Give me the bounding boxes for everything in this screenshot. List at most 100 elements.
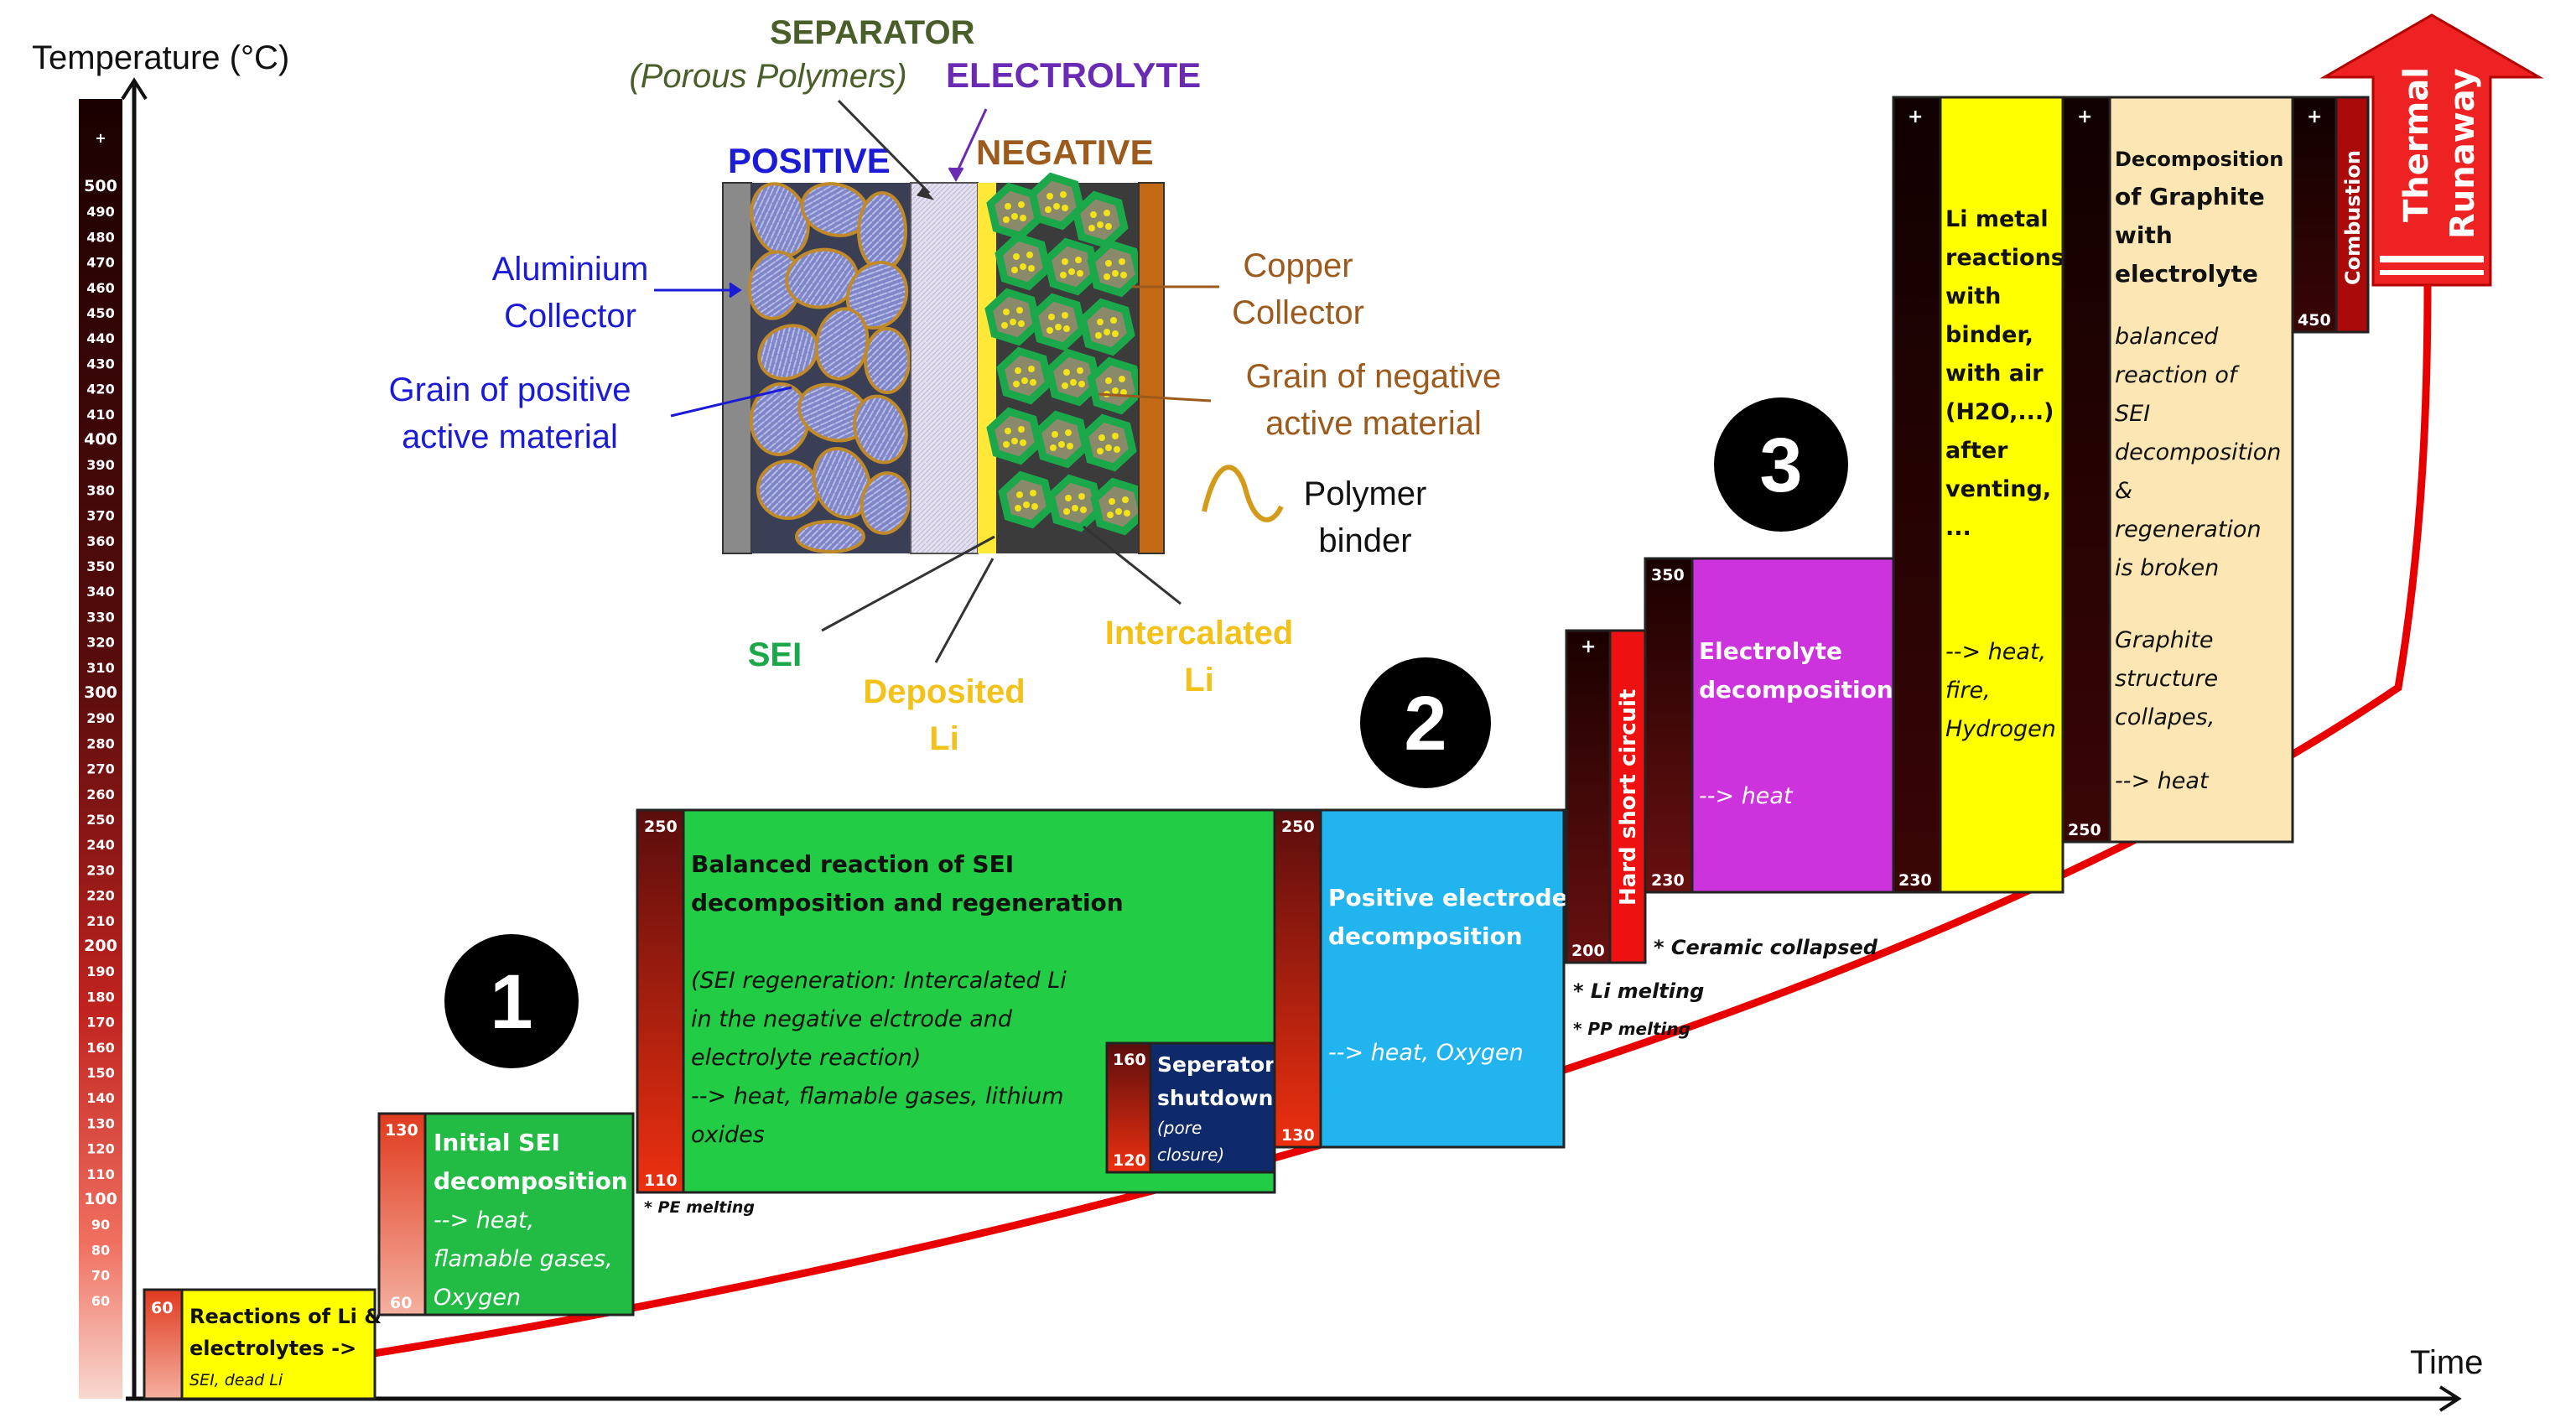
intercalated-li-dot: [1065, 495, 1072, 501]
box3-sub1: (SEI regeneration: Intercalated Li: [691, 968, 1067, 994]
label-sei: SEI: [748, 636, 802, 673]
scale-tick: 420: [86, 382, 114, 397]
intercalated-li-dot: [1098, 434, 1105, 441]
box8-l7: after: [1945, 438, 2008, 464]
intercalated-li-dot: [1120, 272, 1127, 278]
intercalated-li-dot: [1023, 501, 1030, 508]
positive-grain: [812, 447, 872, 519]
intercalated-li-dot: [1063, 369, 1070, 376]
intercalated-li-dot: [1109, 498, 1115, 505]
negative-grain: [1080, 413, 1137, 472]
label-grain-pos-2: active material: [402, 418, 618, 455]
intercalated-li-dot: [1003, 216, 1010, 223]
scale-tick: 160: [86, 1040, 114, 1056]
scale-tick: 140: [86, 1090, 114, 1106]
intercalated-li-dot: [1067, 443, 1073, 449]
intercalated-li-dot: [1065, 429, 1072, 436]
pointer-lines: [654, 99, 1219, 663]
box9-s4: decomposition: [2115, 439, 2281, 465]
positive-grain: [864, 327, 911, 394]
box-graphite-decomposition: + 250 Decomposition of Graphite with ele…: [2061, 96, 2294, 844]
negative-grain: [1046, 474, 1104, 532]
intercalated-li-dot: [1110, 317, 1117, 324]
aluminium-collector: [722, 182, 752, 554]
scale-tick: 480: [86, 229, 114, 245]
box8-l9: ...: [1945, 515, 1971, 541]
intercalated-li-dot: [1105, 377, 1112, 384]
intercalated-li-dot: [1013, 381, 1020, 387]
box7-lo: 230: [1651, 871, 1685, 890]
box2-sub3: Oxygen: [434, 1285, 521, 1311]
scale-tick: 270: [86, 761, 114, 777]
intercalated-li-dot: [1105, 260, 1112, 267]
intercalated-li-dot: [1011, 267, 1018, 273]
positive-grains: [747, 182, 911, 553]
label-negative: NEGATIVE: [976, 132, 1154, 172]
box9-s9: structure: [2115, 666, 2218, 692]
intercalated-li-dot: [1097, 448, 1104, 454]
scale-tick: 350: [86, 558, 114, 574]
positive-grain: [756, 460, 820, 520]
temperature-gradient-bar: [79, 99, 122, 1399]
box8-l1: Li metal: [1945, 206, 2049, 232]
intercalated-li-dot: [1104, 273, 1110, 280]
box-balanced-sei: 250 110 Balanced reaction of SEI decompo…: [636, 808, 1276, 1194]
intercalated-li-dot: [1062, 312, 1068, 319]
intercalated-li-dot: [1010, 319, 1016, 325]
y-axis-title: Temperature (°C): [32, 39, 289, 76]
intercalated-li-dot: [1018, 201, 1025, 208]
label-deposited-2: Li: [929, 720, 959, 757]
intercalated-li-dot: [1021, 377, 1028, 384]
scale-tick: 320: [86, 635, 114, 651]
box4-hi: 160: [1113, 1051, 1146, 1069]
intercalated-li-dot: [1016, 307, 1023, 314]
scale-tick: 340: [86, 584, 114, 600]
label-aluminium-2: Collector: [504, 298, 636, 335]
box8-hi: +: [1908, 106, 1923, 127]
box8-l6: (H2O,...): [1945, 399, 2054, 425]
box7-line2: decomposition: [1699, 676, 1893, 704]
intercalated-li-dot: [1063, 325, 1070, 332]
box-electrolyte-decomposition: 350 230 Electrolyte decomposition --> he…: [1644, 557, 1895, 894]
box4-sub2: closure): [1157, 1145, 1224, 1165]
intercalated-li-dot: [1028, 366, 1035, 372]
intercalated-li-dot: [1018, 426, 1025, 433]
box9-s3: SEI: [2115, 401, 2150, 427]
box3-line2: decomposition and regeneration: [691, 889, 1124, 917]
box2-sub2: flamable gases,: [434, 1246, 613, 1272]
intercalated-li-dot: [1028, 265, 1035, 272]
intercalated-li-dot: [1058, 441, 1065, 448]
intercalated-li-dot: [1124, 510, 1130, 517]
label-intercalated-2: Li: [1184, 662, 1214, 699]
polymer-binder-icon: [1202, 465, 1284, 522]
box2-lo: 60: [390, 1294, 412, 1312]
box10-hi: +: [2307, 106, 2322, 127]
box2-line2: decomposition: [434, 1167, 628, 1195]
scale-tick: 260: [86, 787, 114, 802]
intercalated-li-dot: [1072, 505, 1078, 512]
intercalated-li-dot: [1018, 320, 1025, 327]
negative-grain: [1072, 190, 1129, 249]
intercalated-li-dot: [1078, 493, 1085, 500]
box8-s2: fire,: [1945, 678, 1991, 704]
box3-hi: 250: [644, 818, 678, 836]
box9-lo: 250: [2068, 821, 2101, 839]
intercalated-li-dot: [1097, 319, 1104, 325]
box-li-electrolyte-reaction: 60 Reactions of Li & electrolytes -> SEI…: [143, 1288, 382, 1400]
box9-l2: of Graphite: [2115, 183, 2265, 210]
cell-schematic: SEPARATOR (Porous Polymers) ELECTROLYTE …: [388, 14, 1501, 757]
box8-l8: venting,: [1945, 476, 2051, 502]
box9-s7: is broken: [2115, 555, 2219, 581]
intercalated-li-dot: [1119, 376, 1125, 382]
intercalated-li-dot: [1046, 193, 1053, 200]
intercalated-li-dot: [1063, 508, 1070, 515]
stage-circle-1: 1: [444, 934, 579, 1068]
positive-grain: [757, 324, 819, 381]
stage-circle-2: 2: [1360, 657, 1491, 788]
copper-collector: [1138, 182, 1165, 554]
negative-grain: [1030, 293, 1087, 351]
box-hard-short-circuit: + 200 Hard short circuit: [1565, 629, 1647, 964]
intercalated-li-dot: [1090, 211, 1097, 218]
intercalated-li-dot: [1020, 439, 1026, 446]
thermal-runaway-curve: [351, 284, 2432, 1361]
